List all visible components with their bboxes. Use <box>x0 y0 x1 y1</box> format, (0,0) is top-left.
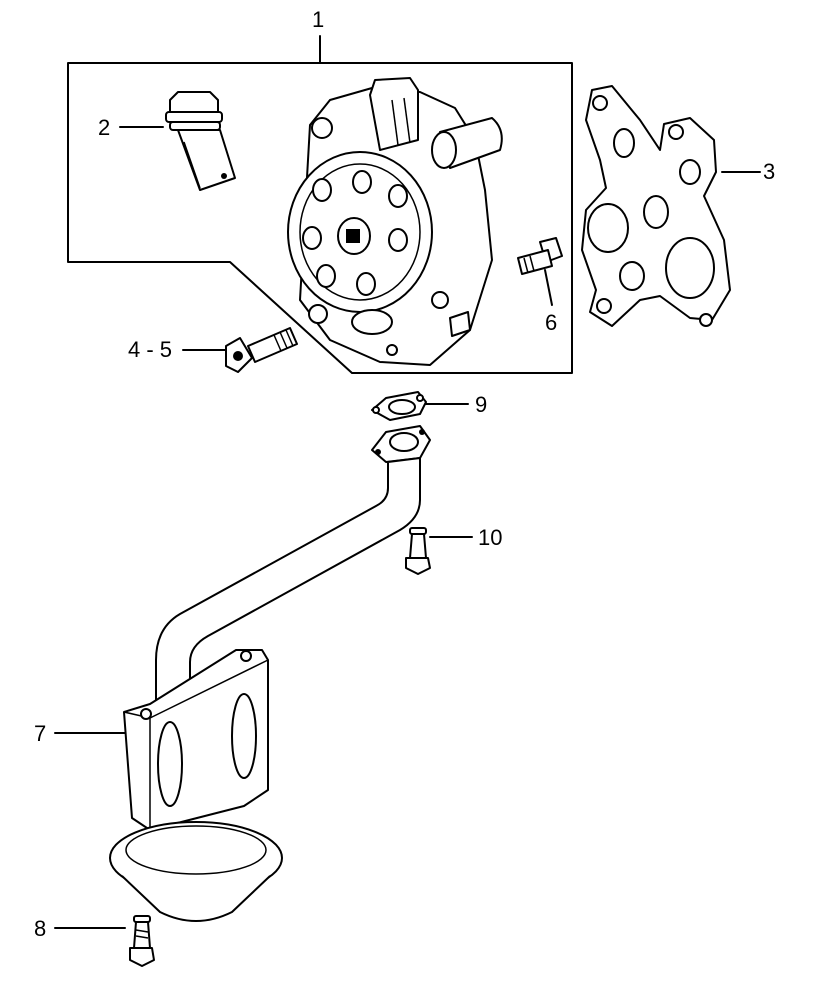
relief-plug-part <box>119 91 236 191</box>
callout-6: 6 <box>545 310 558 335</box>
callout-9: 9 <box>475 392 488 417</box>
callout-3: 3 <box>763 159 776 184</box>
callout-7: 7 <box>34 721 47 746</box>
bolt-10-part <box>405 527 473 575</box>
callout-2: 2 <box>98 115 111 140</box>
bolt-4-5-part <box>182 327 298 373</box>
callout-4-5: 4 - 5 <box>128 337 173 362</box>
oil-pump-body <box>287 77 503 366</box>
bolt-6-part <box>517 237 563 306</box>
assembly-frame <box>67 35 573 374</box>
gasket-9-part <box>371 391 469 421</box>
pump-gasket-part <box>581 85 761 327</box>
oil-strainer-part <box>54 425 431 922</box>
bolt-8-part <box>54 915 155 967</box>
callout-8: 8 <box>34 916 47 941</box>
callout-1: 1 <box>312 7 325 32</box>
callout-10: 10 <box>478 525 503 550</box>
